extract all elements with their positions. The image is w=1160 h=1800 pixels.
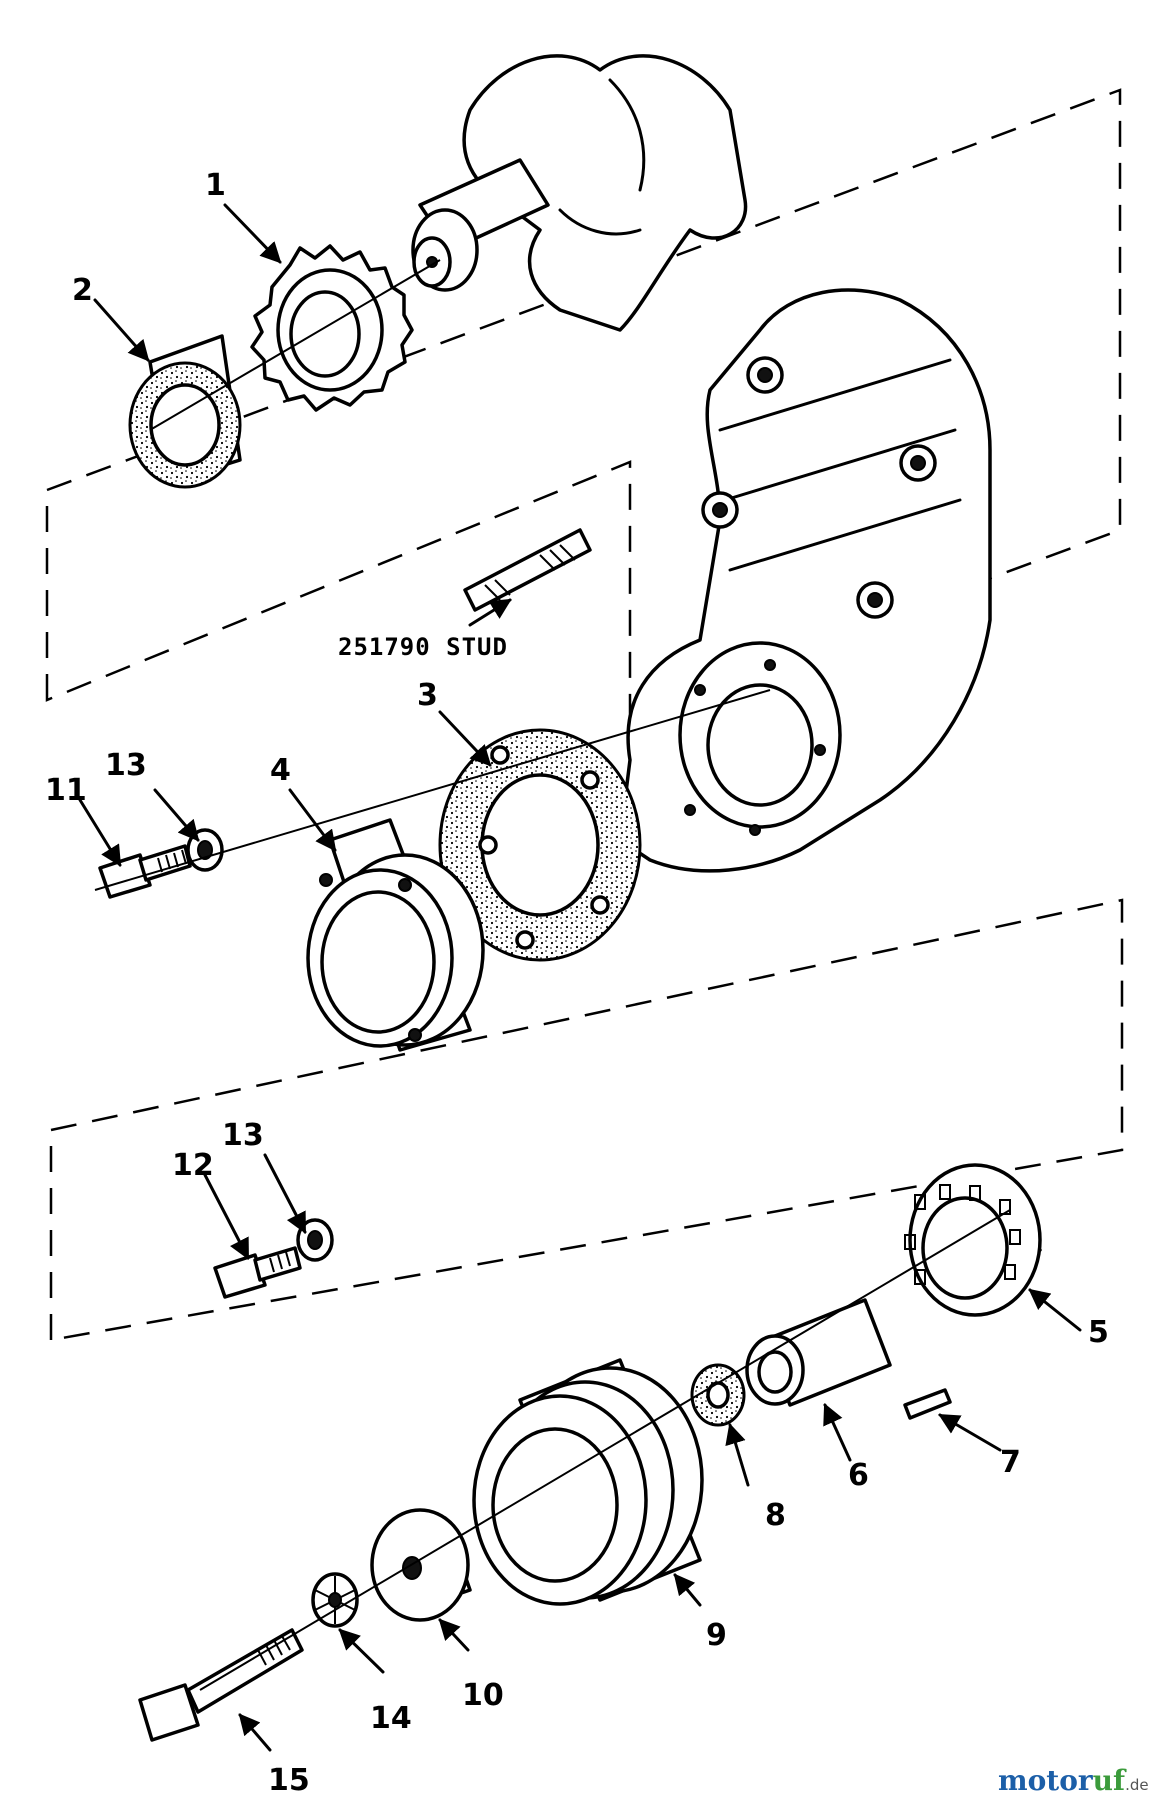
gearcase-cover	[618, 288, 992, 873]
dashed-boundary-upper	[45, 88, 1122, 714]
callout-5: 5	[1088, 1315, 1109, 1350]
callout-9: 9	[706, 1618, 727, 1653]
callout-3: 3	[417, 678, 438, 713]
callout-13-lower: 13	[222, 1118, 264, 1153]
dashed-boundary-lower	[49, 898, 1124, 1342]
sleeve-part-6	[745, 1298, 892, 1407]
callout-15: 15	[268, 1763, 310, 1798]
bearing-part-5	[904, 1163, 1042, 1317]
callout-2: 2	[72, 273, 93, 308]
callout-8: 8	[765, 1498, 786, 1533]
watermark-logo: motoruf.de	[998, 1764, 1149, 1797]
housing-part-4	[306, 818, 485, 1052]
stud-label: 251790 STUD	[338, 633, 508, 661]
callout-1: 1	[205, 168, 226, 203]
key-part-7	[903, 1388, 952, 1420]
spacer-part-10	[370, 1508, 472, 1622]
svg-text:motoruf.de: motoruf.de	[998, 1764, 1149, 1797]
gasket-part-3	[438, 728, 642, 962]
washer-part-8	[690, 1363, 746, 1427]
lockwasher-part-14	[311, 1572, 359, 1628]
callout-12: 12	[172, 1148, 214, 1183]
callout-11: 11	[45, 773, 87, 808]
leader-arrows	[78, 203, 1082, 1752]
crankshaft	[411, 54, 748, 332]
callout-13-upper: 13	[105, 748, 147, 783]
bolt-part-15	[138, 1628, 304, 1742]
pulley-part-9	[472, 1358, 704, 1606]
stud-251790	[463, 528, 592, 612]
callout-7: 7	[1000, 1445, 1021, 1480]
washer-part-13-lower	[296, 1218, 334, 1262]
callout-10: 10	[462, 1678, 504, 1713]
callout-14: 14	[370, 1701, 412, 1736]
sprocket-part-1	[250, 244, 414, 412]
callout-6: 6	[848, 1458, 869, 1493]
assembly-axis-line	[94, 259, 1011, 1691]
bolt-part-12	[213, 1246, 302, 1299]
callout-4: 4	[270, 753, 291, 788]
